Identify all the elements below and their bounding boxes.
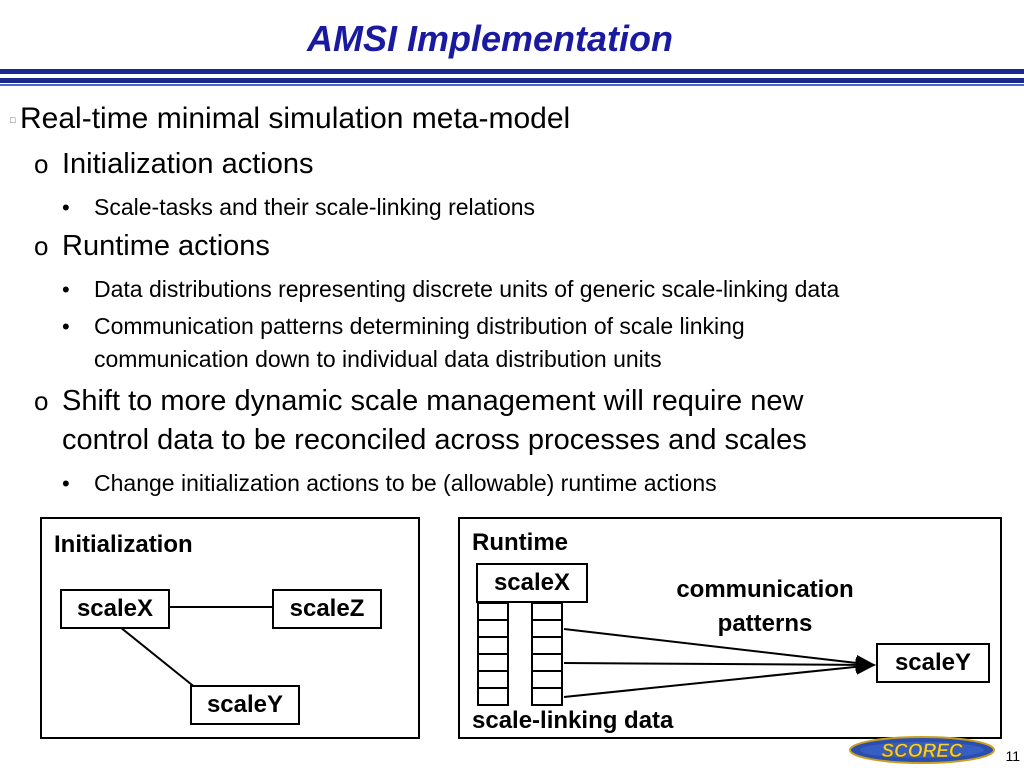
bullet-change-init: •Change initialization actions to be (al… bbox=[62, 470, 717, 496]
init-node-scalex: scaleX bbox=[60, 589, 170, 629]
data-units-column-2 bbox=[531, 602, 563, 706]
scale-linking-data-label: scale-linking data bbox=[472, 707, 674, 734]
data-units-column-1 bbox=[477, 602, 509, 706]
title-rule-bottom bbox=[0, 78, 1024, 83]
dot-bullet-icon: • bbox=[62, 277, 70, 302]
runtime-title: Runtime bbox=[472, 529, 568, 556]
bullet-shift-cont: control data to be reconciled across pro… bbox=[62, 424, 807, 456]
bullet-communication-patterns: •Communication patterns determining dist… bbox=[62, 313, 745, 339]
init-node-scalez: scaleZ bbox=[272, 589, 382, 629]
runtime-diagram: Runtime scaleX communication patterns sc… bbox=[458, 517, 1002, 739]
init-node-scaley: scaleY bbox=[190, 685, 300, 725]
slide-title: AMSI Implementation bbox=[306, 18, 674, 59]
page-number: 11 bbox=[1005, 748, 1020, 764]
title-rule-light bbox=[0, 84, 1024, 86]
bullet-data-distributions: •Data distributions representing discret… bbox=[62, 276, 840, 302]
runtime-links bbox=[477, 602, 876, 706]
communication-patterns-label: communication patterns bbox=[676, 576, 854, 637]
title-rule-top bbox=[0, 69, 1024, 74]
scorec-logo: SCOREC bbox=[849, 736, 995, 764]
initialization-diagram: Initialization scaleX scaleZ scaleY bbox=[40, 517, 420, 739]
circle-bullet-icon: o bbox=[34, 149, 49, 179]
dot-bullet-icon: • bbox=[62, 471, 70, 496]
dot-bullet-icon: • bbox=[62, 314, 70, 339]
circle-bullet-icon: o bbox=[34, 231, 49, 261]
bullet-meta-model: □Real-time minimal simulation meta-model bbox=[10, 102, 571, 135]
runtime-node-scalex: scaleX bbox=[476, 563, 588, 603]
runtime-node-scaley: scaleY bbox=[876, 643, 990, 683]
bullet-communication-patterns-cont: communication down to individual data di… bbox=[94, 346, 662, 372]
square-bullet-icon: □ bbox=[10, 115, 16, 126]
initialization-title: Initialization bbox=[54, 531, 193, 558]
circle-bullet-icon: o bbox=[34, 386, 49, 416]
dot-bullet-icon: • bbox=[62, 195, 70, 220]
bullet-scale-tasks: •Scale-tasks and their scale-linking rel… bbox=[62, 194, 536, 220]
svg-text:SCOREC: SCOREC bbox=[881, 741, 963, 762]
